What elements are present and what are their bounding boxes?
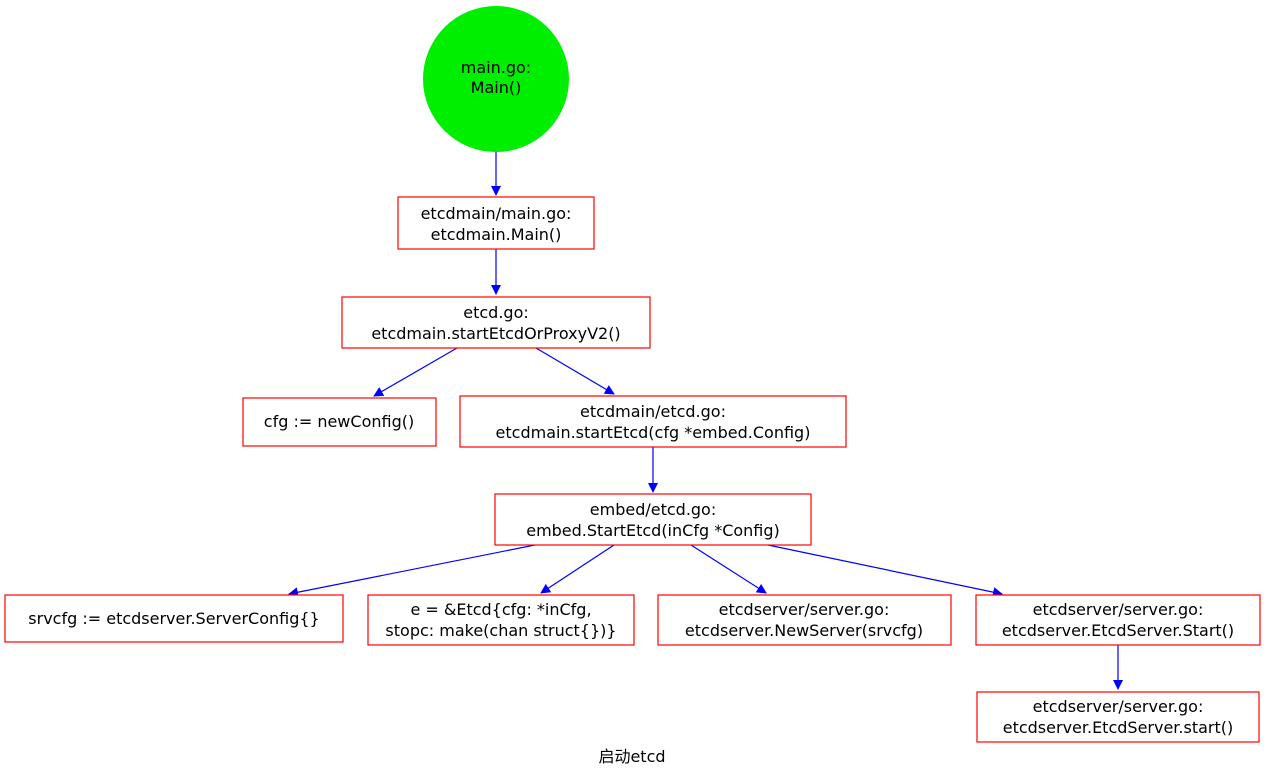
node-server-config: srvcfg := etcdserver.ServerConfig{}: [4, 594, 344, 643]
node-server-start-public-line2: etcdserver.EtcdServer.Start(): [1002, 621, 1234, 640]
edge-start-etcd-or-proxy-to-new-config: [373, 347, 458, 397]
node-embed-start-box: [494, 493, 812, 546]
node-server-start-private: etcdserver/server.go: etcdserver.EtcdSer…: [976, 691, 1260, 743]
node-server-config-line1: srvcfg := etcdserver.ServerConfig{}: [28, 609, 319, 628]
node-server-start-public-box: [975, 594, 1261, 646]
node-embed-start-line1: embed/etcd.go:: [590, 500, 716, 519]
node-start-etcd-or-proxy-line1: etcd.go:: [463, 303, 529, 322]
node-new-server-line1: etcdserver/server.go:: [719, 600, 890, 619]
node-start-etcd-or-proxy-box: [341, 296, 651, 349]
edges: [288, 152, 1123, 690]
node-new-server-box: [657, 594, 952, 646]
node-start-etcd: etcdmain/etcd.go: etcdmain.startEtcd(cfg…: [459, 395, 847, 448]
node-start-etcd-line1: etcdmain/etcd.go:: [580, 402, 726, 421]
node-server-start-private-box: [976, 691, 1260, 743]
node-start-etcd-line2: etcdmain.startEtcd(cfg *embed.Config): [496, 423, 811, 442]
node-main-line2: Main(): [471, 78, 522, 97]
node-etcdmain-main-line1: etcdmain/main.go:: [421, 204, 572, 223]
edge-embed-start-to-new-server: [690, 544, 767, 594]
diagram-caption: 启动etcd: [598, 747, 665, 766]
node-new-server-line2: etcdserver.NewServer(srvcfg): [685, 621, 923, 640]
node-new-config-box: [242, 397, 437, 447]
node-etcdmain-main-box: [397, 196, 595, 250]
node-embed-start: embed/etcd.go: embed.StartEtcd(inCfg *Co…: [494, 493, 812, 546]
node-etcdmain-main-line2: etcdmain.Main(): [431, 225, 562, 244]
node-etcdmain-main: etcdmain/main.go: etcdmain.Main(): [397, 196, 595, 250]
start-node-circle: [423, 6, 569, 152]
node-new-config-line1: cfg := newConfig(): [264, 412, 414, 431]
node-server-start-private-line1: etcdserver/server.go:: [1033, 697, 1204, 716]
node-etcd-struct-box: [367, 594, 635, 646]
node-embed-start-line2: embed.StartEtcd(inCfg *Config): [526, 521, 780, 540]
node-main: main.go: Main(): [423, 6, 569, 152]
node-etcd-struct: e = &Etcd{cfg: *inCfg, stopc: make(chan …: [367, 594, 635, 646]
node-new-server: etcdserver/server.go: etcdserver.NewServ…: [657, 594, 952, 646]
node-server-start-private-line2: etcdserver.EtcdServer.start(): [1003, 718, 1234, 737]
node-server-start-public-line1: etcdserver/server.go:: [1033, 600, 1204, 619]
node-new-config: cfg := newConfig(): [242, 397, 437, 447]
node-etcd-struct-line1: e = &Etcd{cfg: *inCfg,: [410, 600, 591, 619]
node-server-start-public: etcdserver/server.go: etcdserver.EtcdSer…: [975, 594, 1261, 646]
node-start-etcd-box: [459, 395, 847, 448]
edge-embed-start-to-server-start-public: [767, 544, 1003, 598]
edge-embed-start-to-server-config: [288, 544, 536, 598]
edge-start-etcd-or-proxy-to-start-etcd: [535, 347, 615, 395]
edge-embed-start-to-etcd-struct: [540, 544, 615, 594]
node-server-config-box: [4, 594, 344, 643]
node-start-etcd-or-proxy: etcd.go: etcdmain.startEtcdOrProxyV2(): [341, 296, 651, 349]
node-etcd-struct-line2: stopc: make(chan struct{})}: [385, 621, 616, 640]
node-main-line1: main.go:: [461, 58, 531, 77]
node-start-etcd-or-proxy-line2: etcdmain.startEtcdOrProxyV2(): [371, 324, 620, 343]
